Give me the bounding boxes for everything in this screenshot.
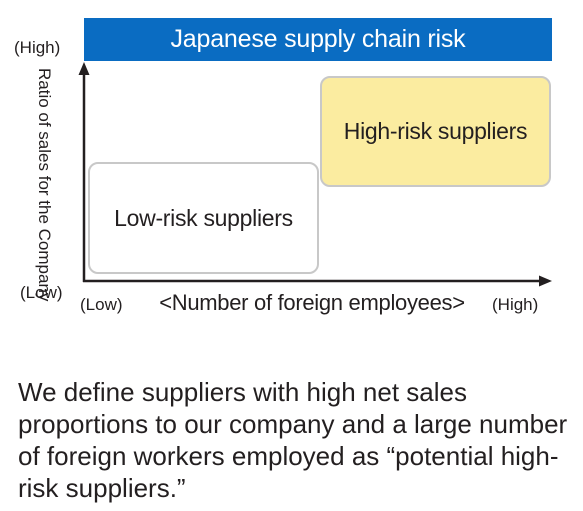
low-risk-suppliers-box: Low-risk suppliers xyxy=(88,162,319,274)
description-text: We define suppliers with high net sales … xyxy=(18,377,568,503)
high-risk-suppliers-box: High-risk suppliers xyxy=(320,76,551,187)
low-risk-suppliers-label: Low-risk suppliers xyxy=(114,204,293,231)
x-axis-arrow xyxy=(539,275,552,287)
x-axis-low-label: (Low) xyxy=(80,295,123,314)
high-risk-suppliers-label: High-risk suppliers xyxy=(343,118,528,144)
x-axis-high-label: (High) xyxy=(492,295,539,314)
y-axis-arrow xyxy=(78,62,90,75)
y-axis-title: Ratio of sales for the Company xyxy=(35,68,54,302)
diagram-title: Japanese supply chain risk xyxy=(84,18,552,61)
y-axis-low-label: (Low) xyxy=(20,283,63,302)
y-axis-high-label: (High) xyxy=(14,38,61,57)
x-axis-title: <Number of foreign employees> xyxy=(159,290,465,315)
